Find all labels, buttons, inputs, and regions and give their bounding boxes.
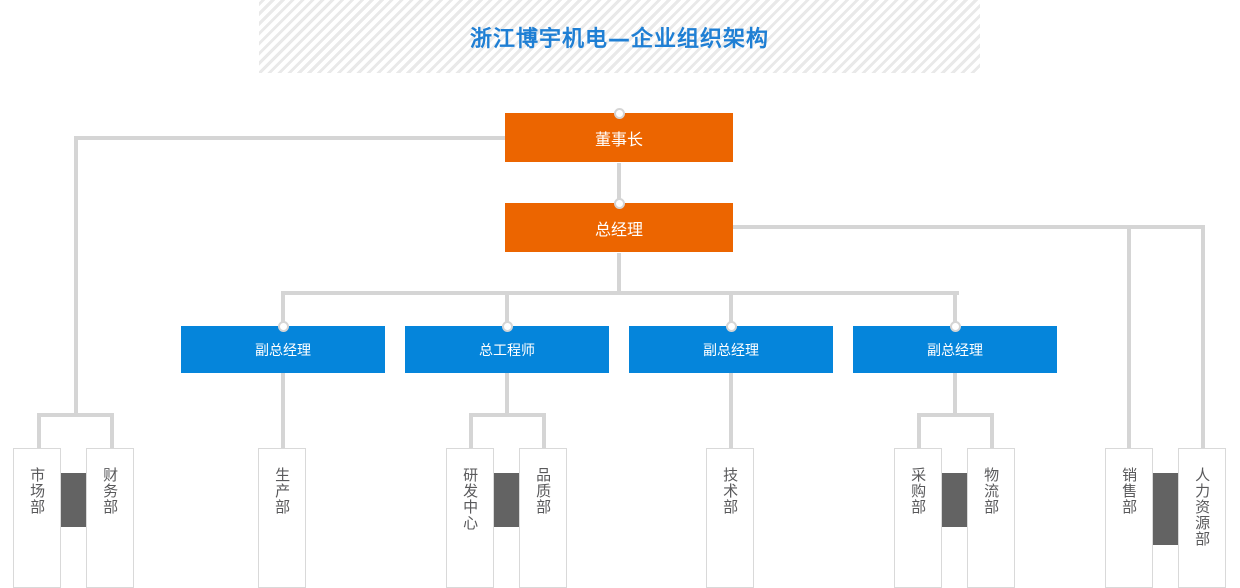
node-department-rd-center[interactable]: 研发中心: [446, 448, 494, 588]
node-department-logistics[interactable]: 物流部: [967, 448, 1015, 588]
knob-chairman-icon: [614, 108, 625, 119]
connector-to-technology: [729, 373, 733, 448]
connector-to-rd-center: [469, 413, 473, 448]
connector-rd-quality-h: [469, 413, 546, 417]
connector-to-manager-2: [505, 291, 509, 328]
node-manager-3[interactable]: 副总经理: [629, 326, 833, 373]
node-department-market-label: 市场部: [28, 467, 47, 515]
node-manager-4[interactable]: 副总经理: [853, 326, 1057, 373]
knob-general-manager-icon: [614, 198, 625, 209]
connector-to-sales: [1127, 225, 1131, 448]
connector-market-finance-h: [37, 413, 114, 417]
node-department-production-label: 生产部: [273, 467, 292, 515]
node-manager-1-label: 副总经理: [255, 342, 311, 359]
connector-to-quality: [542, 413, 546, 448]
connector-to-manager-1: [281, 291, 285, 328]
accent-slab-left: [60, 473, 87, 527]
connector-chairman-left-v: [74, 136, 78, 417]
node-department-finance[interactable]: 财务部: [86, 448, 134, 588]
connector-manager4-down: [953, 373, 957, 415]
connector-to-production: [281, 373, 285, 448]
connector-to-manager-4: [953, 291, 957, 328]
connector-chairman-to-gm: [617, 163, 621, 201]
connector-managers-h: [281, 291, 959, 295]
connector-manager2-down: [505, 373, 509, 415]
node-department-technology-label: 技术部: [721, 467, 740, 515]
connector-to-market: [37, 413, 41, 448]
node-department-quality-label: 品质部: [534, 467, 553, 515]
connector-chairman-left-h: [74, 136, 508, 140]
node-manager-4-label: 副总经理: [927, 342, 983, 359]
node-manager-2-label: 总工程师: [479, 342, 535, 359]
node-general-manager[interactable]: 总经理: [505, 203, 733, 252]
knob-manager-3-icon: [726, 321, 737, 332]
node-department-market[interactable]: 市场部: [13, 448, 61, 588]
connector-gm-down: [617, 253, 621, 295]
node-chairman-label: 董事长: [594, 129, 643, 149]
node-department-hr[interactable]: 人力资源部: [1178, 448, 1226, 588]
node-department-finance-label: 财务部: [101, 467, 120, 515]
node-department-logistics-label: 物流部: [982, 467, 1001, 515]
connector-purchasing-logistics-h: [917, 413, 994, 417]
node-chairman[interactable]: 董事长: [505, 113, 733, 162]
connector-to-finance: [110, 413, 114, 448]
knob-manager-2-icon: [502, 321, 513, 332]
accent-slab-right: [940, 473, 967, 527]
node-department-production[interactable]: 生产部: [258, 448, 306, 588]
title-banner: 浙江博宇机电—企业组织架构: [259, 0, 980, 73]
node-department-quality[interactable]: 品质部: [519, 448, 567, 588]
node-manager-1[interactable]: 副总经理: [181, 326, 385, 373]
node-department-purchasing[interactable]: 采购部: [894, 448, 942, 588]
connector-to-purchasing: [917, 413, 921, 448]
connector-gm-right-h: [733, 225, 1205, 229]
node-department-hr-label: 人力资源部: [1193, 467, 1212, 547]
knob-manager-4-icon: [950, 321, 961, 332]
node-department-rd-center-label: 研发中心: [461, 467, 480, 531]
page-title: 浙江博宇机电—企业组织架构: [469, 26, 769, 52]
connector-to-logistics: [990, 413, 994, 448]
node-department-purchasing-label: 采购部: [909, 467, 928, 515]
node-department-sales[interactable]: 销售部: [1105, 448, 1153, 588]
node-manager-2[interactable]: 总工程师: [405, 326, 609, 373]
connector-to-hr: [1201, 225, 1205, 448]
knob-manager-1-icon: [278, 321, 289, 332]
connector-to-manager-3: [729, 291, 733, 328]
node-general-manager-label: 总经理: [594, 219, 643, 239]
node-manager-3-label: 副总经理: [703, 342, 759, 359]
accent-slab-center: [492, 473, 519, 527]
accent-slab-far-right: [1152, 473, 1179, 545]
node-department-sales-label: 销售部: [1120, 467, 1139, 515]
node-department-technology[interactable]: 技术部: [706, 448, 754, 588]
